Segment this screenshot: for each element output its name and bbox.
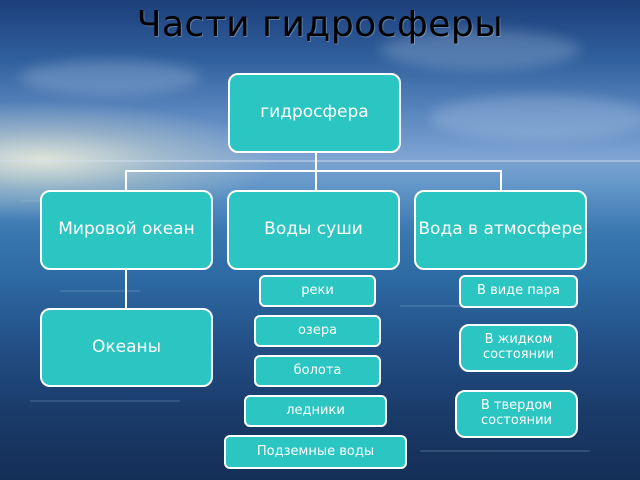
connector-line <box>315 170 317 192</box>
node-lakes: озера <box>254 315 381 347</box>
cloud <box>430 95 640 140</box>
connector-line <box>500 170 502 192</box>
node-groundwater: Подземные воды <box>224 435 407 469</box>
connector-line <box>125 170 502 172</box>
cloud <box>380 30 580 70</box>
node-atmosphere-water: Вода в атмосфере <box>414 190 587 270</box>
node-vapor: В виде пара <box>459 275 578 308</box>
node-label: Океаны <box>91 336 162 357</box>
node-liquid: В жидком состоянии <box>459 324 578 372</box>
node-oceans: Океаны <box>40 308 213 387</box>
node-label: Подземные воды <box>256 443 375 459</box>
connector-line <box>125 170 127 192</box>
node-label: В виде пара <box>477 283 560 299</box>
node-label: Мировой океан <box>58 219 195 240</box>
node-label: реки <box>301 282 334 298</box>
node-label: ледники <box>286 402 345 418</box>
wave <box>420 450 590 452</box>
node-label: Вода в атмосфере <box>418 219 583 240</box>
node-label: гидросфера <box>260 102 369 123</box>
node-label: Воды суши <box>264 219 363 240</box>
node-solid: В твердом состоянии <box>455 390 578 438</box>
horizon-line <box>0 160 640 162</box>
connector-line <box>125 268 127 310</box>
node-label: В твердом состоянии <box>480 398 553 428</box>
connector-line <box>315 151 317 171</box>
node-world-ocean: Мировой океан <box>40 190 213 270</box>
node-hydrosphere: гидросфера <box>228 73 401 153</box>
node-land-waters: Воды суши <box>227 190 400 270</box>
node-label: болота <box>293 362 342 378</box>
node-swamps: болота <box>254 355 381 387</box>
wave <box>60 290 140 292</box>
cloud <box>20 60 200 95</box>
node-label: В жидком состоянии <box>483 332 554 362</box>
page-title: Части гидросферы <box>136 4 504 45</box>
wave <box>30 400 180 402</box>
node-rivers: реки <box>259 275 376 307</box>
node-glaciers: ледники <box>244 395 387 427</box>
node-label: озера <box>297 322 338 338</box>
